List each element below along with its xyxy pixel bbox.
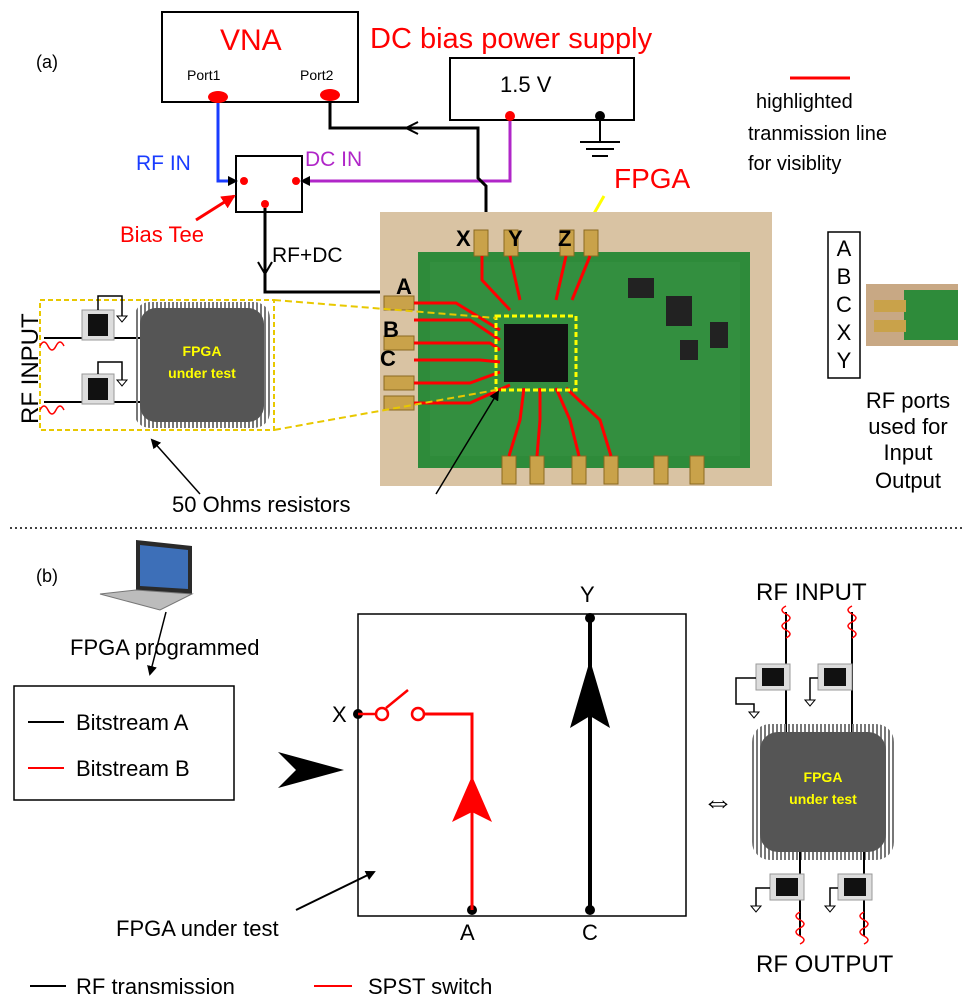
board-port-x: X <box>456 226 471 251</box>
fpga-board-photo <box>380 212 772 486</box>
node-y-label: Y <box>580 582 595 607</box>
panel-b-label: (b) <box>36 566 58 586</box>
board-port-a: A <box>396 274 412 299</box>
legend-spst-label: SPST switch <box>368 974 492 999</box>
panel-a: (a) VNA Port1 Port2 DC bias power supply… <box>17 12 958 517</box>
panel-b: (b) FPGA programmed Bitstream A Bitstrea… <box>14 540 894 999</box>
board-port-b: B <box>383 317 399 342</box>
port-list-x: X <box>837 320 852 345</box>
port-list-y: Y <box>837 348 852 373</box>
rf-input-label-b: RF INPUT <box>756 579 867 606</box>
port-list-a: A <box>837 236 852 261</box>
board-port-y: Y <box>508 226 523 251</box>
right-chip-line1: FPGA <box>804 769 843 785</box>
legend-rf-label: RF transmission <box>76 974 235 999</box>
resistors-pointer-left <box>152 440 200 494</box>
board-port-c: C <box>380 346 396 371</box>
chip-zoom-switches <box>40 296 140 414</box>
equivalence-symbol: ⇔ <box>702 783 734 819</box>
panel-a-label: (a) <box>36 52 58 72</box>
dc-in-label: DC IN <box>305 148 362 171</box>
port-list-c: C <box>836 292 852 317</box>
bitstream-legend <box>14 686 234 800</box>
vna-port1-label: Port1 <box>187 67 221 83</box>
input-arrowhead <box>278 752 344 788</box>
right-chip-line2: under test <box>789 791 857 807</box>
connector-photo <box>866 284 958 346</box>
resistors-label: 50 Ohms resistors <box>172 492 351 517</box>
chip-zoom-line1: FPGA <box>183 343 222 359</box>
fpga-label: FPGA <box>614 163 691 194</box>
rf-dc-label: RF+DC <box>272 244 343 267</box>
vna-port1-connector <box>208 91 228 103</box>
legend-highlight-1: highlighted <box>756 91 853 113</box>
bias-tee-out-port <box>261 200 269 208</box>
under-test-label: FPGA under test <box>116 916 279 941</box>
bitstream-b-label: Bitstream B <box>76 756 190 781</box>
rf-output-lines <box>751 852 872 944</box>
legend-highlight-2: tranmission line <box>748 123 887 145</box>
node-c-label: C <box>582 920 598 945</box>
bias-tee-rf-port <box>240 177 248 185</box>
dc-positive-terminal <box>505 111 515 121</box>
vna-port2-label: Port2 <box>300 67 334 83</box>
ports-note-3: Input <box>884 440 933 465</box>
ports-note-4: Output <box>875 468 941 493</box>
rf-in-label: RF IN <box>136 152 191 175</box>
vna-port2-connector <box>320 89 340 101</box>
rf-input-lines <box>736 606 856 736</box>
board-port-z: Z <box>558 226 571 251</box>
bitstream-a-label: Bitstream A <box>76 710 189 735</box>
bias-tee-label: Bias Tee <box>120 222 204 247</box>
ground-icon <box>580 120 620 156</box>
node-x-label: X <box>332 702 347 727</box>
vna-title: VNA <box>220 24 282 57</box>
programmed-label: FPGA programmed <box>70 635 260 660</box>
chip-zoom-line2: under test <box>168 365 236 381</box>
dc-negative-terminal <box>595 111 605 121</box>
bias-tee-pointer <box>196 196 234 220</box>
ports-note-1: RF ports <box>866 388 950 413</box>
ports-note-2: used for <box>868 414 948 439</box>
port-list-b: B <box>837 264 852 289</box>
laptop-icon <box>100 540 192 610</box>
dc-supply-voltage: 1.5 V <box>500 72 552 97</box>
rf-in-line <box>218 103 236 181</box>
node-a-label: A <box>460 920 475 945</box>
fpga-schematic-box <box>358 614 686 916</box>
rf-output-label: RF OUTPUT <box>756 951 894 978</box>
bias-tee-dc-port <box>292 177 300 185</box>
legend-highlight-3: for visiblity <box>748 153 841 175</box>
dc-supply-title: DC bias power supply <box>370 23 653 55</box>
